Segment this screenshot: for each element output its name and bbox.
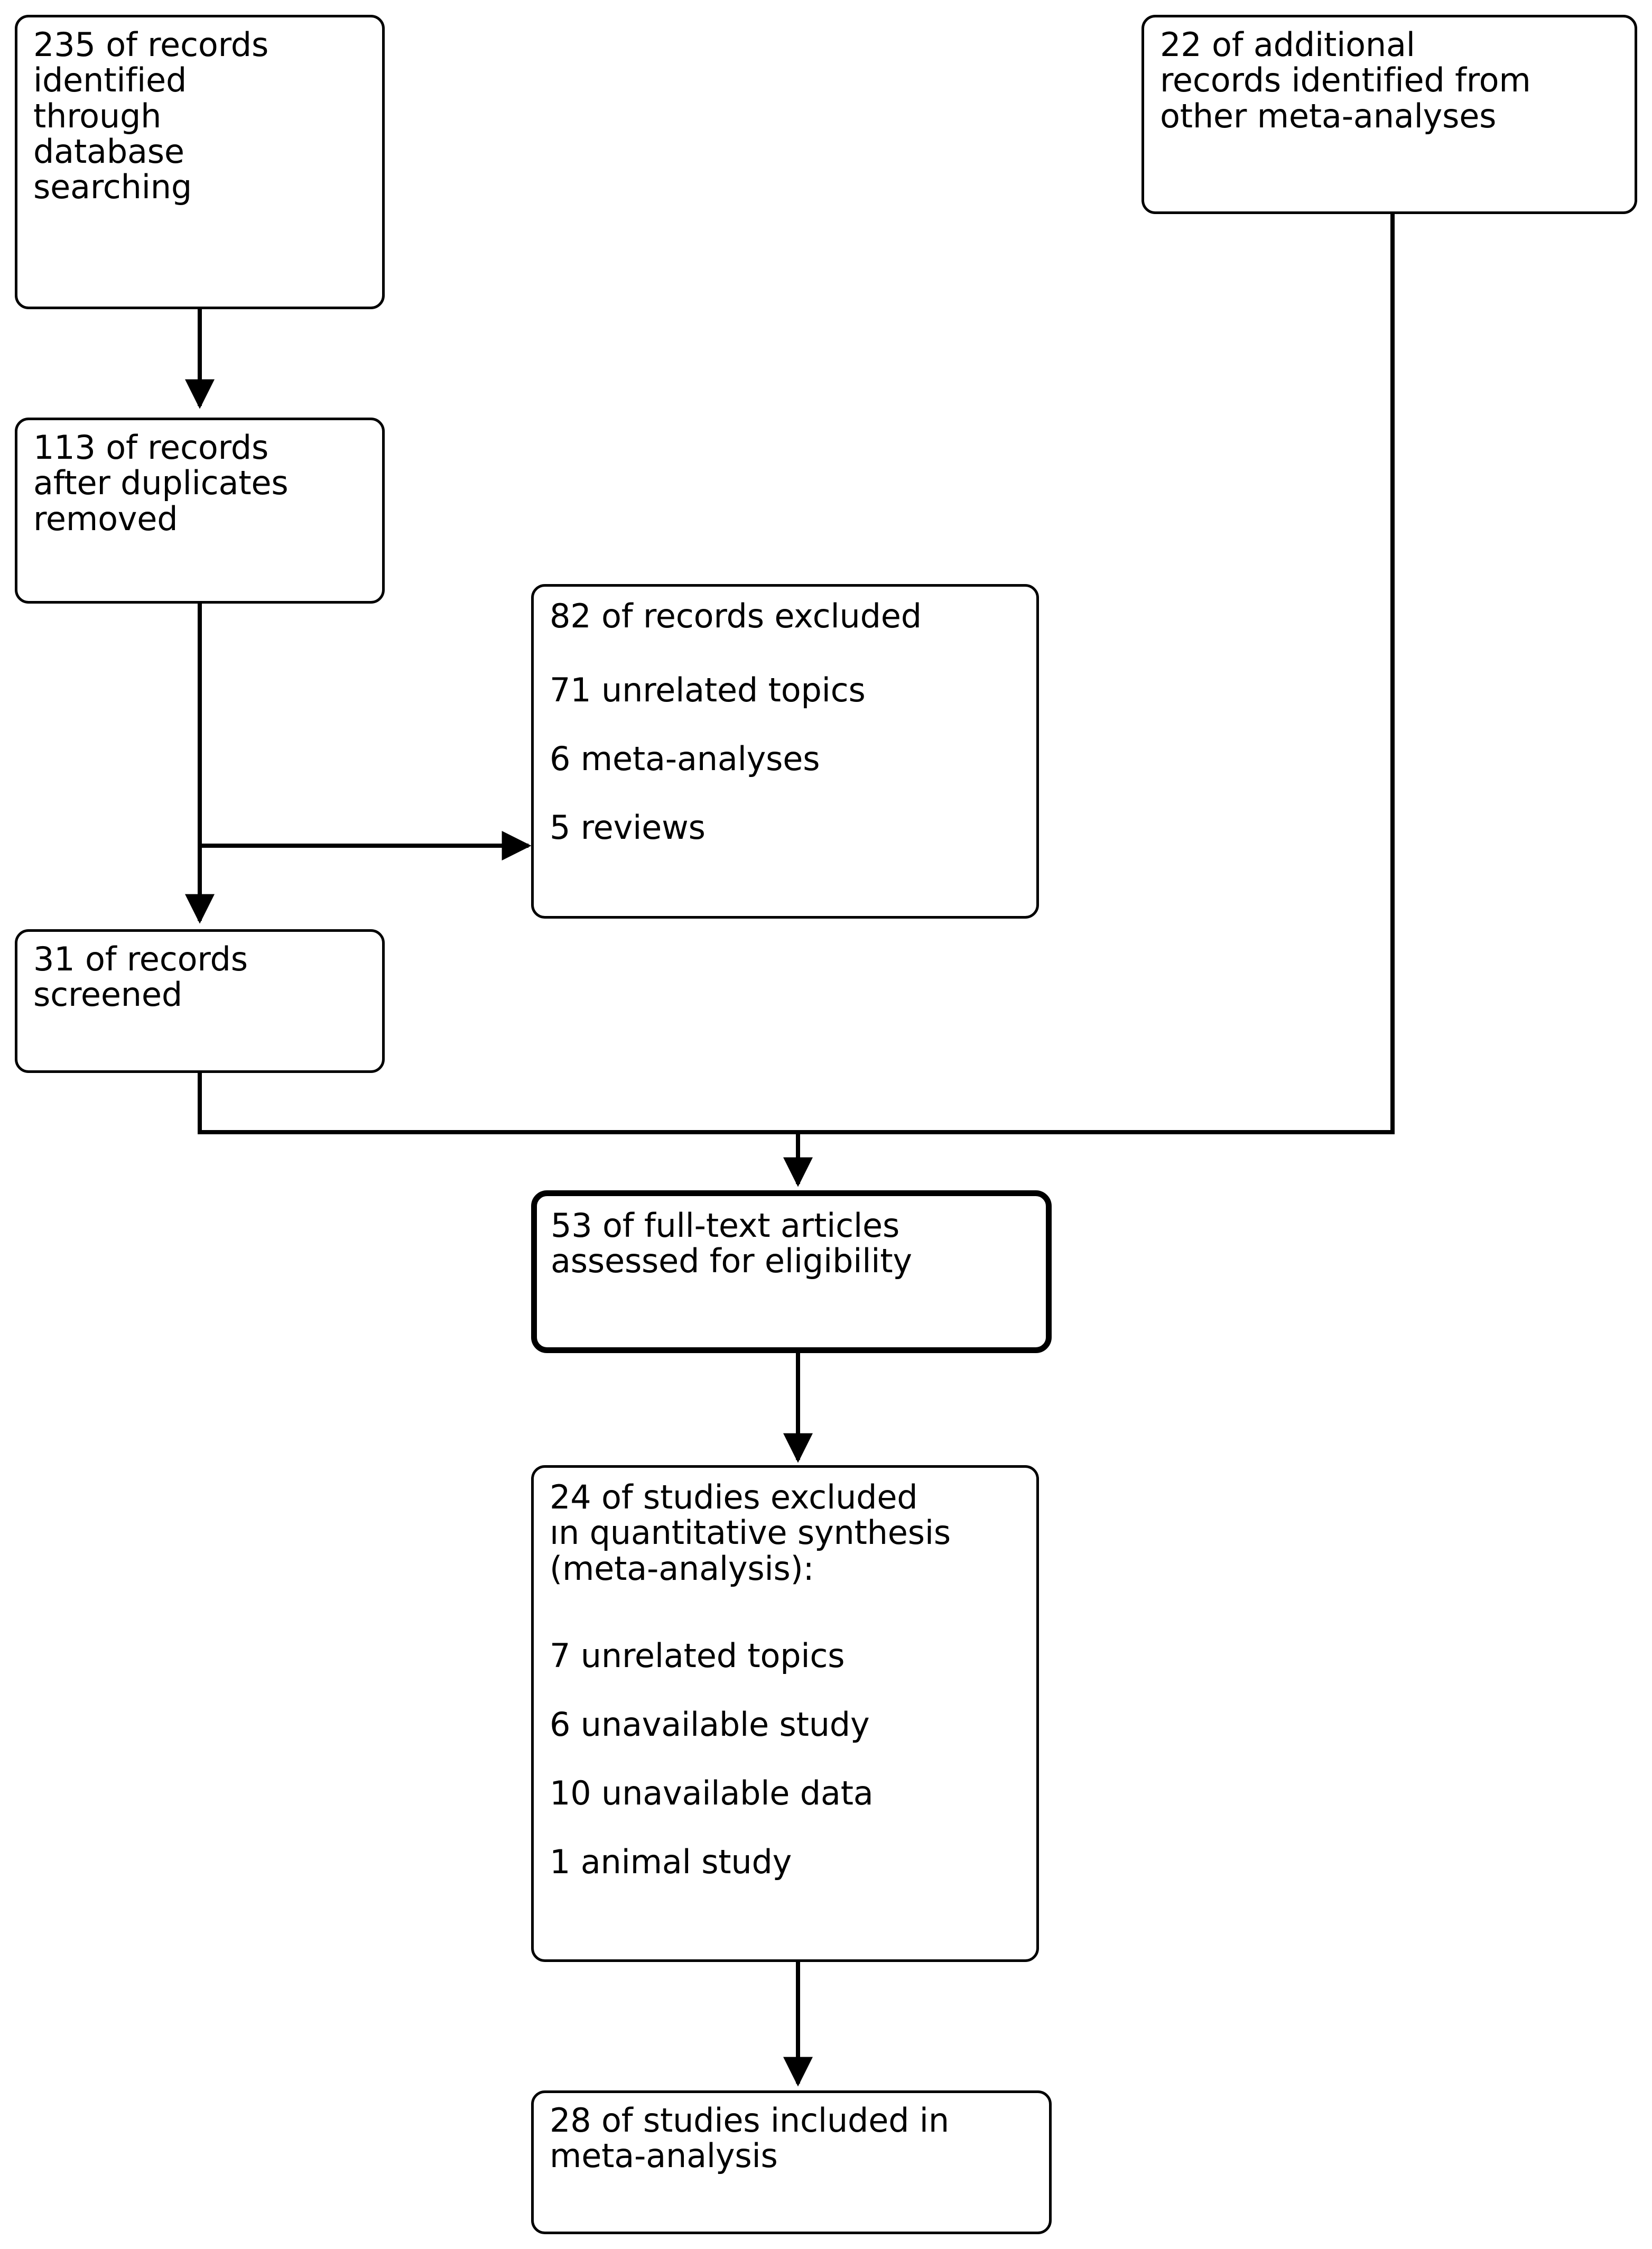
studies-excluded-reason-3: 1 animal study: [550, 1843, 792, 1881]
studies-excluded-reason-0: 7 unrelated topics: [550, 1636, 845, 1675]
records-after-duplicates-text: 113 of records after duplicates removed: [33, 428, 289, 538]
box-records-identified: 235 of records identified through databa…: [15, 15, 385, 309]
box-fulltext-assessed: 53 of full-text articles assessed for el…: [531, 1190, 1052, 1353]
box-records-excluded: 82 of records excluded 71 unrelated topi…: [531, 584, 1039, 919]
edge-screened-to-fulltext: [198, 1073, 1393, 1187]
studies-excluded-heading: 24 of studies excluded ın quantitative s…: [550, 1478, 951, 1588]
additional-records-text: 22 of additional records identified from…: [1160, 25, 1531, 135]
records-excluded-reason-0: 71 unrelated topics: [550, 671, 866, 709]
box-additional-records: 22 of additional records identified from…: [1141, 15, 1637, 214]
records-excluded-reason-2: 5 reviews: [550, 808, 706, 847]
box-records-after-duplicates: 113 of records after duplicates removed: [15, 418, 385, 604]
records-excluded-reason-1: 6 meta-analyses: [550, 739, 820, 778]
studies-included-text: 28 of studies included in meta-analysis: [550, 2101, 949, 2176]
records-identified-text: 235 of records identified through databa…: [33, 25, 269, 207]
records-excluded-heading: 82 of records excluded: [550, 597, 922, 635]
studies-excluded-reason-2: 10 unavailable data: [550, 1774, 874, 1812]
studies-excluded-reason-1: 6 unavailable study: [550, 1705, 870, 1744]
fulltext-assessed-text: 53 of full-text articles assessed for el…: [551, 1206, 912, 1281]
records-screened-text: 31 of records screened: [33, 940, 248, 1014]
box-studies-excluded: 24 of studies excluded ın quantitative s…: [531, 1465, 1039, 1962]
box-studies-included: 28 of studies included in meta-analysis: [531, 2090, 1052, 2234]
box-records-screened: 31 of records screened: [15, 929, 385, 1073]
